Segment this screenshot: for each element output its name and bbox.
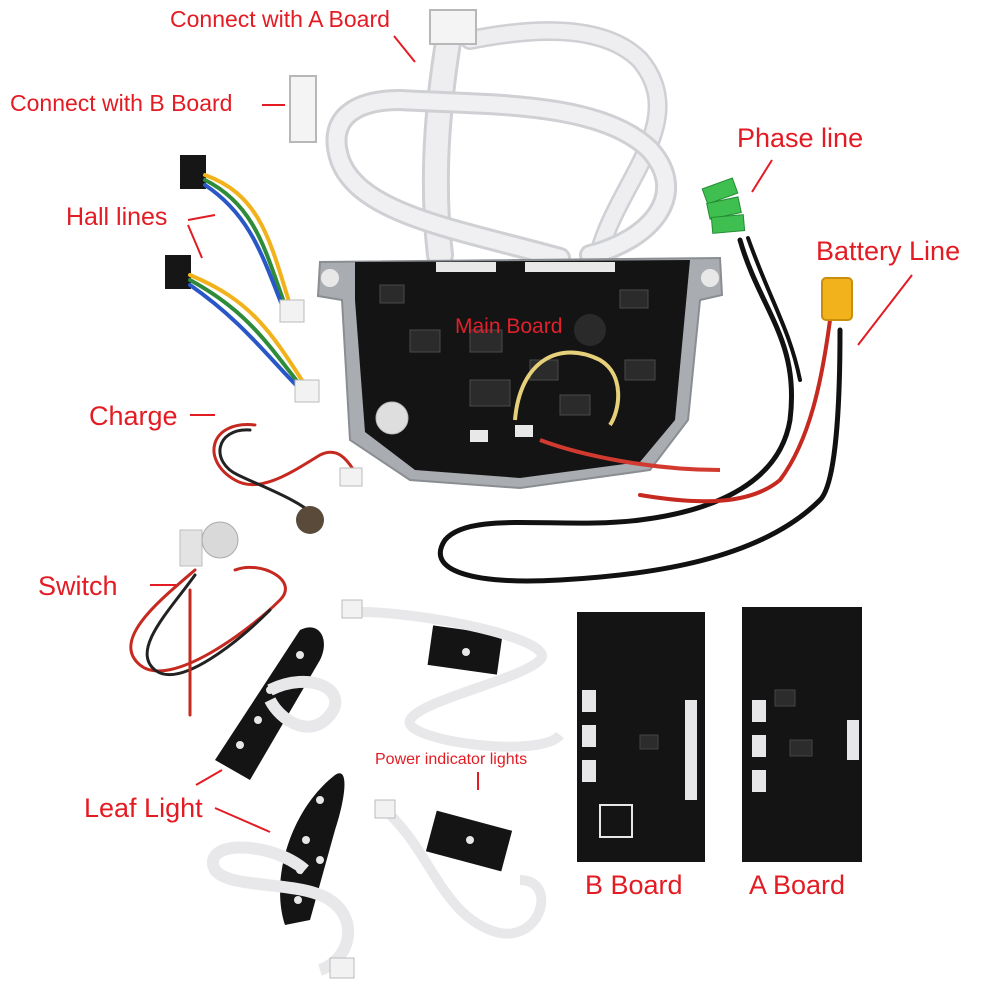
label-main-board: Main Board: [455, 315, 563, 338]
label-switch: Switch: [38, 571, 118, 601]
label-hall-lines: Hall lines: [66, 203, 168, 231]
charge-port: [212, 423, 363, 534]
pointer-lines: [150, 35, 913, 833]
leaf-light-bottom: [207, 773, 355, 979]
label-battery-line: Battery Line: [816, 236, 961, 266]
hall-lines: [165, 155, 320, 403]
battery-connector-icon: [821, 277, 853, 321]
label-phase-line: Phase line: [737, 123, 864, 153]
label-charge: Charge: [89, 401, 178, 431]
b-board: [577, 612, 705, 862]
battery-line: [437, 236, 843, 584]
phase-line-connectors: [701, 177, 746, 234]
leaf-light-top: [215, 627, 342, 780]
connector-a-board: [429, 9, 477, 45]
power-indicator-boards: [341, 599, 564, 939]
switch-cable: [129, 521, 287, 717]
ribbon-cable-b-board: [325, 88, 678, 269]
label-connect-a-board: Connect with A Board: [170, 6, 390, 32]
label-a-board: A Board: [749, 870, 846, 900]
main-board: [316, 256, 724, 490]
label-power-indicator-lights: Power indicator lights: [375, 751, 528, 768]
label-b-board: B Board: [585, 870, 683, 900]
connector-b-board: [289, 75, 317, 143]
a-board: [742, 607, 862, 862]
label-connect-b-board: Connect with B Board: [10, 90, 233, 116]
label-leaf-light: Leaf Light: [84, 793, 203, 823]
